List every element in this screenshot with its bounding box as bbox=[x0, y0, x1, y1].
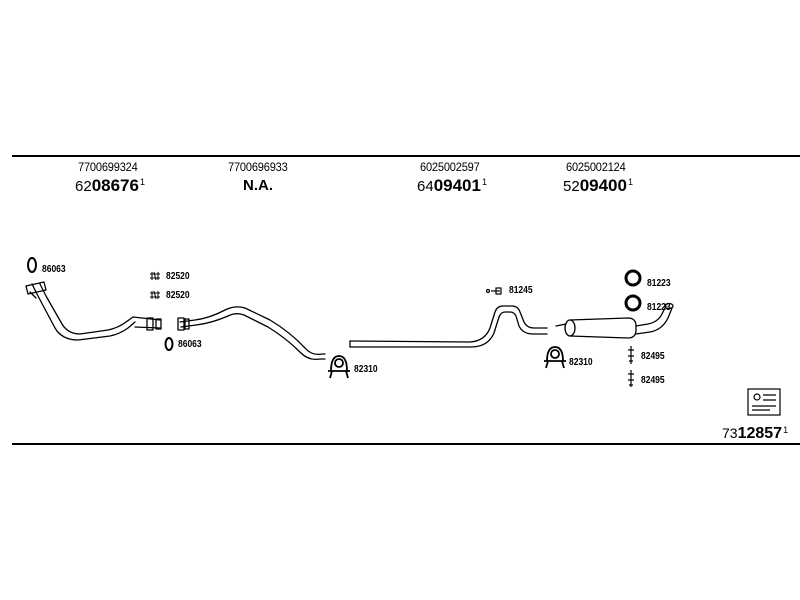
clamp-icon bbox=[328, 355, 350, 379]
oem-number-4: 6025002124 bbox=[566, 160, 626, 174]
part-code-4-main: 09400 bbox=[579, 176, 627, 195]
bottom-rule bbox=[12, 443, 800, 445]
fitting-kit-code-prefix: 73 bbox=[722, 425, 738, 441]
centre-pipe bbox=[179, 306, 326, 356]
label-bolt-a: 82520 bbox=[166, 271, 190, 282]
part-code-1-main: 08676 bbox=[91, 176, 139, 195]
clamp-icon-2 bbox=[544, 346, 566, 369]
centre-pipe-inner bbox=[180, 313, 326, 361]
rear-muffler-body bbox=[569, 317, 637, 339]
fitting-kit-icon bbox=[747, 388, 781, 416]
part-code-1-prefix: 62 bbox=[75, 178, 92, 195]
label-mount-1: 82495 bbox=[641, 351, 665, 362]
oem-number-3: 6025002597 bbox=[420, 160, 480, 174]
rubber-ring-icon-2 bbox=[624, 294, 642, 312]
fitting-kit-code: 73128571 bbox=[722, 426, 788, 442]
part-code-3-prefix: 64 bbox=[417, 178, 434, 195]
mount-icon bbox=[628, 346, 634, 364]
joint-collar bbox=[146, 317, 154, 331]
joint-collar-2 bbox=[155, 318, 162, 330]
downpipe-flange-2 bbox=[29, 291, 37, 299]
rear-inlet bbox=[555, 323, 567, 327]
part-code-1-sup: 1 bbox=[139, 177, 145, 187]
oem-number-1: 7700699324 bbox=[78, 160, 138, 174]
part-code-4: 52094001 bbox=[563, 177, 633, 195]
label-ring-2: 81223 bbox=[647, 302, 671, 313]
label-ring-1: 81223 bbox=[647, 278, 671, 289]
label-clamp-1: 82310 bbox=[354, 364, 378, 375]
gasket-ring-icon bbox=[27, 257, 37, 273]
label-gasket-top: 86063 bbox=[42, 264, 66, 275]
front-downpipe-inner bbox=[39, 283, 134, 335]
part-code-1: 62086761 bbox=[75, 177, 145, 195]
mid-pipe bbox=[349, 305, 548, 343]
bolt-icon bbox=[150, 271, 160, 281]
top-rule bbox=[12, 155, 800, 157]
rear-muffler-end bbox=[564, 319, 576, 337]
part-code-4-sup: 1 bbox=[627, 177, 633, 187]
not-available-label: N.A. bbox=[243, 177, 273, 194]
hanger-icon bbox=[485, 287, 502, 295]
label-gasket-mid: 86063 bbox=[178, 339, 202, 350]
part-code-3-sup: 1 bbox=[481, 177, 487, 187]
mid-pipe-inner bbox=[349, 311, 548, 348]
oem-number-2: 7700696933 bbox=[228, 160, 288, 174]
gasket-ring-icon-2 bbox=[164, 337, 174, 351]
centre-pipe-collar bbox=[177, 317, 185, 331]
label-hanger-1: 81245 bbox=[509, 285, 533, 296]
part-code-3-main: 09401 bbox=[433, 176, 481, 195]
label-mount-2: 82495 bbox=[641, 375, 665, 386]
rubber-ring-icon bbox=[624, 269, 642, 287]
centre-pipe-collar-2 bbox=[184, 318, 190, 330]
label-clamp-2: 82310 bbox=[569, 357, 593, 368]
part-code-3: 64094011 bbox=[417, 177, 487, 195]
mount-icon-2 bbox=[628, 370, 634, 387]
fitting-kit-code-main: 12857 bbox=[737, 425, 783, 442]
label-bolt-b: 82520 bbox=[166, 290, 190, 301]
front-downpipe bbox=[31, 283, 136, 341]
downpipe-flange bbox=[25, 281, 47, 295]
part-code-4-prefix: 52 bbox=[563, 178, 580, 195]
fitting-kit-code-sup: 1 bbox=[783, 425, 789, 435]
rear-tailpipe bbox=[635, 305, 673, 335]
bolt-icon-2 bbox=[150, 290, 160, 300]
rear-tailpipe-tip bbox=[664, 302, 674, 310]
